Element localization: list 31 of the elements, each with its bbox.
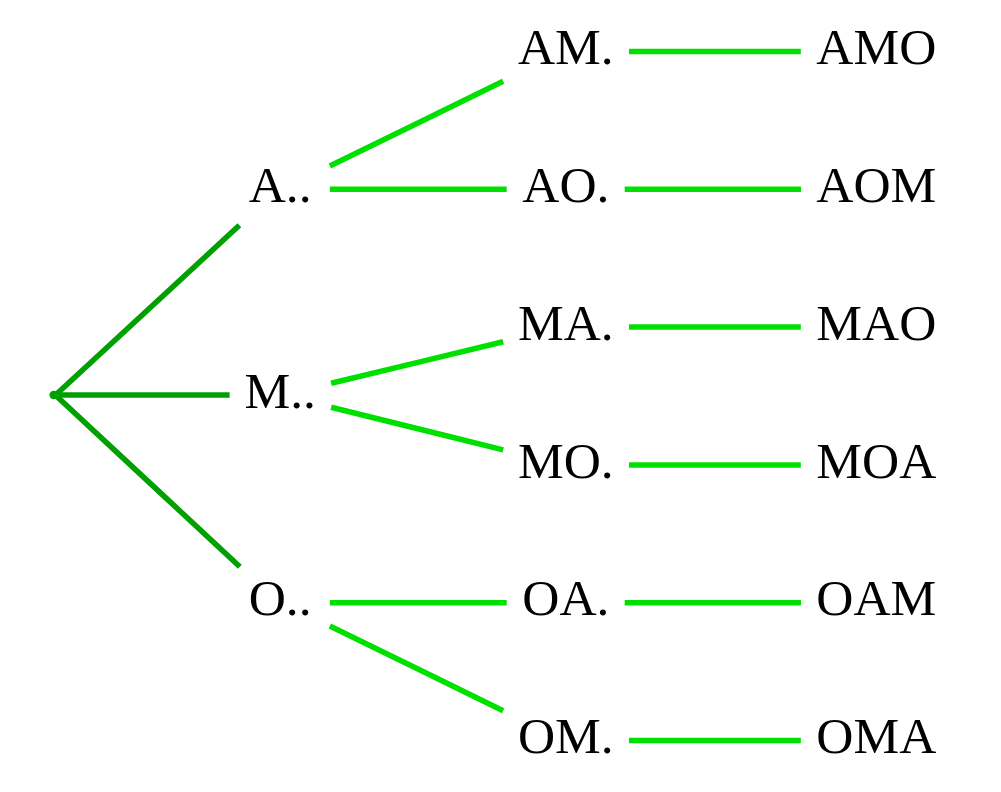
node-text: MA. (517, 293, 614, 351)
node-text: OAM (815, 569, 936, 627)
connector (329, 404, 504, 453)
node-text: M.. (243, 361, 316, 419)
node-text: O.. (248, 569, 312, 627)
connector (328, 78, 504, 169)
node-text: OM. (517, 707, 614, 765)
node-text: MOA (815, 431, 936, 489)
node-text: A.. (248, 156, 312, 213)
node-text: AOM (815, 156, 936, 213)
connector (628, 462, 801, 468)
connector (628, 48, 801, 55)
node-text: OA. (521, 569, 609, 627)
connector (328, 623, 504, 714)
node-text: OMA (815, 707, 936, 765)
connector (624, 186, 801, 193)
node-text: AO. (521, 156, 609, 213)
node-text: AMO (815, 18, 936, 76)
connector (628, 737, 801, 744)
node-text: AM. (517, 18, 614, 76)
connector (54, 394, 242, 569)
connector (628, 324, 801, 330)
connector (54, 223, 241, 396)
connector (330, 339, 504, 386)
connector (57, 392, 230, 398)
connector (624, 599, 801, 606)
connector (329, 599, 507, 606)
node-text: MO. (517, 431, 614, 489)
connector (329, 186, 507, 193)
node-text: MAO (815, 293, 936, 351)
node-point (48, 390, 58, 400)
